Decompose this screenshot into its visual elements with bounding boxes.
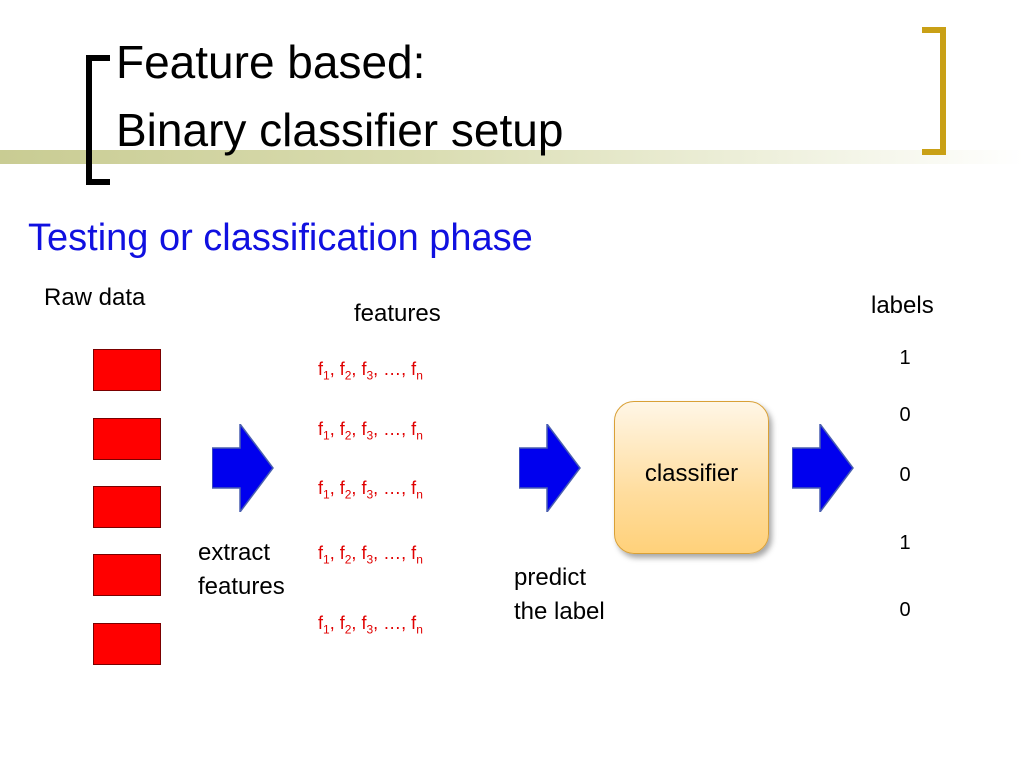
- slide-subtitle: Testing or classification phase: [28, 217, 533, 259]
- feature-vector-row: f1, f2, f3, …, fn: [318, 359, 423, 383]
- label-value: 0: [899, 464, 911, 486]
- feature-vector-row: f1, f2, f3, …, fn: [318, 478, 423, 502]
- raw-data-item: [93, 418, 161, 460]
- right-bracket-decoration: [922, 27, 946, 155]
- extract-features-label-line-1: extract: [198, 539, 271, 566]
- label-value: 0: [899, 599, 911, 621]
- raw-data-item: [93, 554, 161, 596]
- predict-label-line-1: predict: [514, 564, 587, 591]
- classifier-box: [614, 401, 769, 554]
- feature-vector-row: f1, f2, f3, …, fn: [318, 419, 423, 443]
- raw-data-label: Raw data: [44, 284, 146, 311]
- right-arrow-icon: [792, 424, 854, 512]
- features-header: features: [354, 300, 441, 327]
- left-bracket-decoration: [86, 55, 110, 185]
- label-value: 0: [899, 404, 911, 426]
- raw-data-item: [93, 349, 161, 391]
- classifier-label: classifier: [644, 460, 739, 487]
- predict-label-line-2: the label: [514, 598, 605, 625]
- label-value: 1: [899, 347, 911, 369]
- slide-title-line-1: Feature based:: [116, 36, 426, 88]
- right-arrow-icon: [212, 424, 274, 512]
- title-band: [0, 150, 1024, 164]
- label-value: 1: [899, 532, 911, 554]
- feature-vector-row: f1, f2, f3, …, fn: [318, 543, 423, 567]
- right-arrow-icon: [519, 424, 581, 512]
- raw-data-item: [93, 486, 161, 528]
- raw-data-item: [93, 623, 161, 665]
- slide-title-line-2: Binary classifier setup: [116, 104, 564, 156]
- feature-vector-row: f1, f2, f3, …, fn: [318, 613, 423, 637]
- extract-features-label-line-2: features: [198, 573, 285, 600]
- labels-header: labels: [871, 292, 934, 319]
